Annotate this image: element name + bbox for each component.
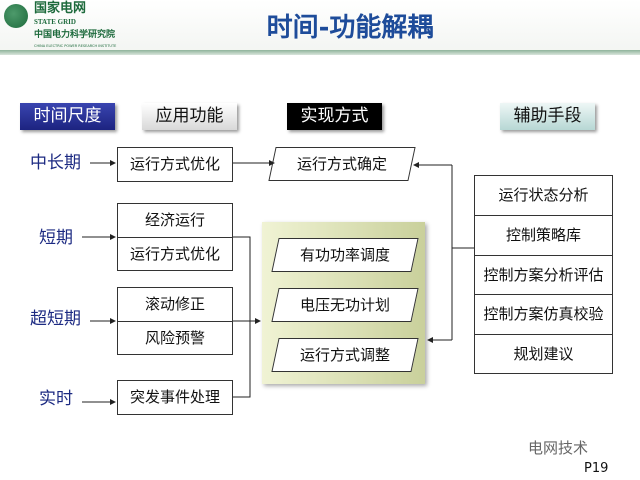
function-ultra-short-group: 滚动修正 风险预警 (117, 287, 233, 355)
auxiliary-item: 控制方案分析评估 (475, 254, 612, 294)
logo-inst-cn: 中国电力科学研究院 (34, 30, 116, 40)
function-item: 滚动修正 (144, 295, 205, 313)
page-number: P19 (584, 461, 609, 476)
implementation-label: 运行方式调整 (275, 338, 415, 372)
auxiliary-item: 控制方案仿真校验 (475, 294, 612, 333)
time-label-short: 短期 (39, 228, 73, 248)
logo-inst-en: CHINA ELECTRIC POWER RESEARCH INSTITUTE (34, 44, 117, 48)
logo-org-en: STATE GRID (34, 18, 76, 26)
implementation-item: 运行方式调整 (275, 338, 415, 372)
function-realtime: 突发事件处理 (117, 380, 233, 415)
slide-title: 时间-功能解耦 (266, 13, 434, 43)
auxiliary-item: 运行状态分析 (498, 186, 589, 204)
header-time-scale: 时间尺度 (20, 103, 115, 130)
function-mid-long: 运行方式优化 (117, 147, 233, 182)
function-item: 突发事件处理 (129, 388, 220, 406)
auxiliary-item: 控制策略库 (475, 215, 612, 254)
implementation-label: 有功功率调度 (275, 238, 415, 272)
watermark: 电网技术 (528, 439, 589, 457)
header-divider (0, 50, 640, 55)
function-item: 经济运行 (144, 211, 205, 229)
function-item: 运行方式优化 (129, 155, 220, 173)
auxiliary-item: 规划建议 (475, 333, 612, 373)
time-label-realtime: 实时 (39, 389, 73, 409)
implementation-item: 电压无功计划 (275, 288, 415, 322)
time-label-ultra-short: 超短期 (30, 309, 81, 329)
implementation-label: 运行方式确定 (272, 147, 412, 181)
function-short-group: 经济运行 运行方式优化 (117, 203, 233, 271)
function-item: 风险预警 (118, 321, 232, 354)
state-grid-logo-icon (4, 4, 28, 28)
implementation-item: 有功功率调度 (275, 238, 415, 272)
header-application: 应用功能 (142, 103, 237, 130)
implementation-determine: 运行方式确定 (272, 147, 412, 181)
function-item: 运行方式优化 (118, 237, 232, 270)
auxiliary-list: 运行状态分析 控制策略库 控制方案分析评估 控制方案仿真校验 规划建议 (474, 175, 613, 374)
header-implementation: 实现方式 (287, 103, 382, 130)
time-label-mid-long: 中长期 (30, 153, 81, 173)
header-auxiliary: 辅助手段 (500, 103, 595, 130)
implementation-label: 电压无功计划 (275, 288, 415, 322)
logo-org-cn: 国家电网 (34, 1, 87, 16)
header-band (0, 0, 640, 52)
